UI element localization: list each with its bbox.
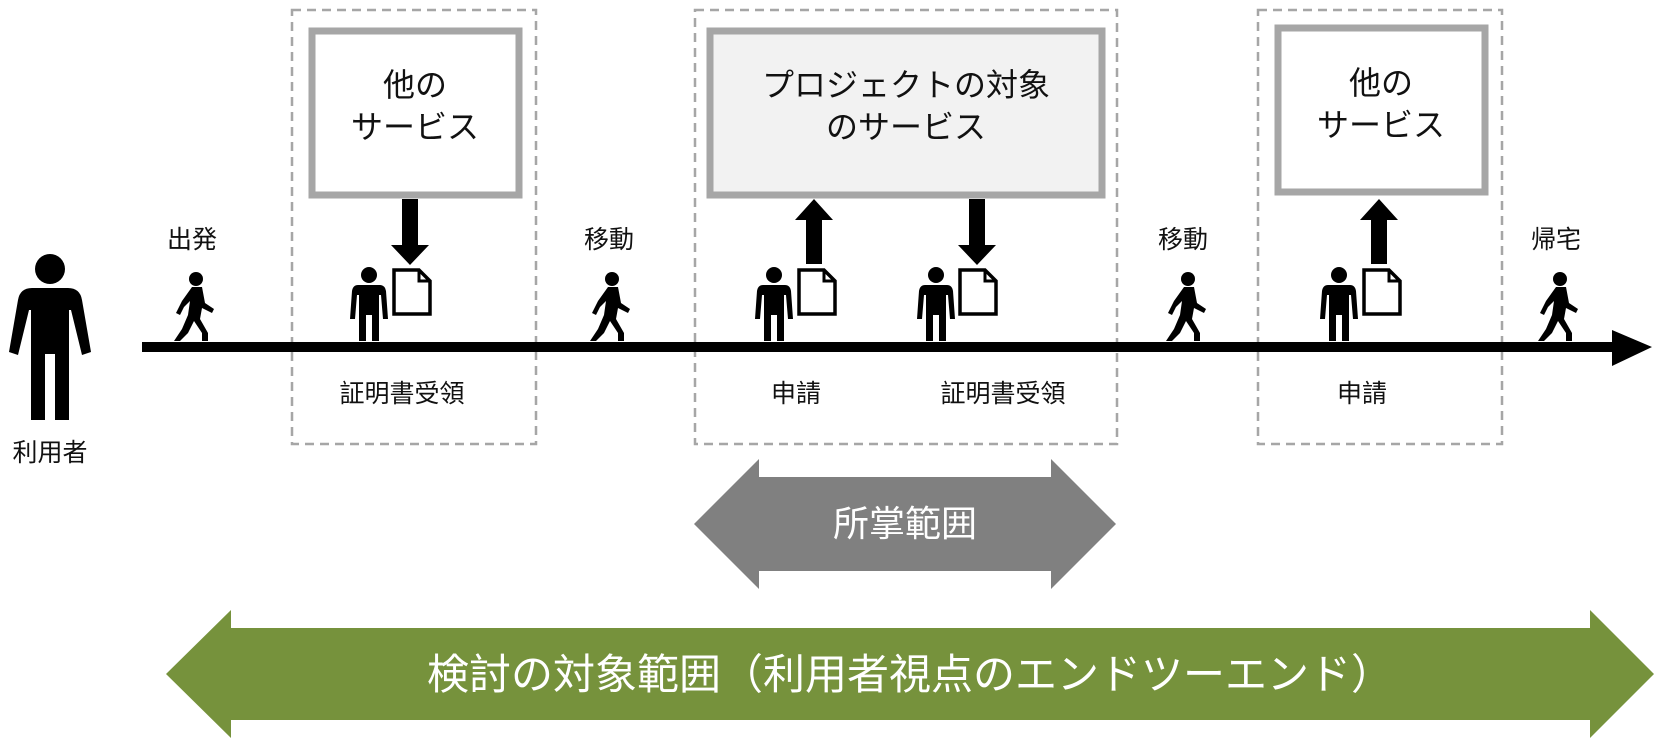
jurisdiction-arrow	[694, 459, 1116, 589]
service-left-line2: サービス	[351, 108, 479, 146]
document-icon	[958, 268, 998, 316]
service-box-right	[1274, 24, 1489, 196]
service-right-line1: 他の	[1349, 64, 1413, 102]
action-label-4: 申請	[1337, 379, 1387, 408]
stage-depart-label: 出発	[167, 225, 217, 254]
service-left-line1: 他の	[383, 66, 447, 104]
standing-person-icon	[350, 267, 388, 341]
action-label-2: 申請	[771, 379, 821, 408]
jurisdiction-label: 所掌範囲	[833, 504, 977, 545]
study-scope-arrow	[166, 610, 1654, 738]
dashed-group-right	[1256, 8, 1504, 446]
standing-person-icon	[917, 267, 955, 341]
action-label-3: 証明書受領	[940, 379, 1065, 408]
dashed-group-center	[693, 8, 1119, 446]
action-label-1: 証明書受領	[339, 379, 464, 408]
user-icon	[9, 254, 91, 420]
timeline-bar	[142, 342, 1620, 352]
stage-move2-label: 移動	[1158, 225, 1208, 254]
document-icon	[1362, 268, 1402, 316]
walking-person-icon	[590, 272, 630, 341]
dashed-group-left	[290, 8, 538, 446]
arrow-up-center-1	[795, 199, 833, 264]
service-right-line2: サービス	[1317, 106, 1445, 144]
stage-move1-label: 移動	[584, 225, 634, 254]
arrow-up-right	[1360, 199, 1398, 264]
walking-person-icon	[174, 272, 214, 341]
stage-home-label: 帰宅	[1531, 225, 1581, 254]
study-scope-label: 検討の対象範囲（利用者視点のエンドツーエンド）	[427, 650, 1393, 699]
service-box-center	[706, 27, 1106, 199]
walking-person-icon	[1166, 272, 1206, 341]
standing-person-icon	[755, 267, 793, 341]
arrow-down-center-2	[958, 199, 996, 265]
walking-person-icon	[1538, 272, 1578, 341]
arrow-down-left	[391, 199, 429, 265]
service-center-line1: プロジェクトの対象	[762, 66, 1050, 104]
standing-person-icon	[1320, 267, 1358, 341]
user-label: 利用者	[12, 438, 87, 467]
document-icon	[392, 268, 432, 316]
service-center-line2: のサービス	[826, 108, 986, 146]
service-box-left	[308, 27, 523, 199]
document-icon	[797, 268, 837, 316]
timeline-arrowhead	[1612, 330, 1652, 366]
